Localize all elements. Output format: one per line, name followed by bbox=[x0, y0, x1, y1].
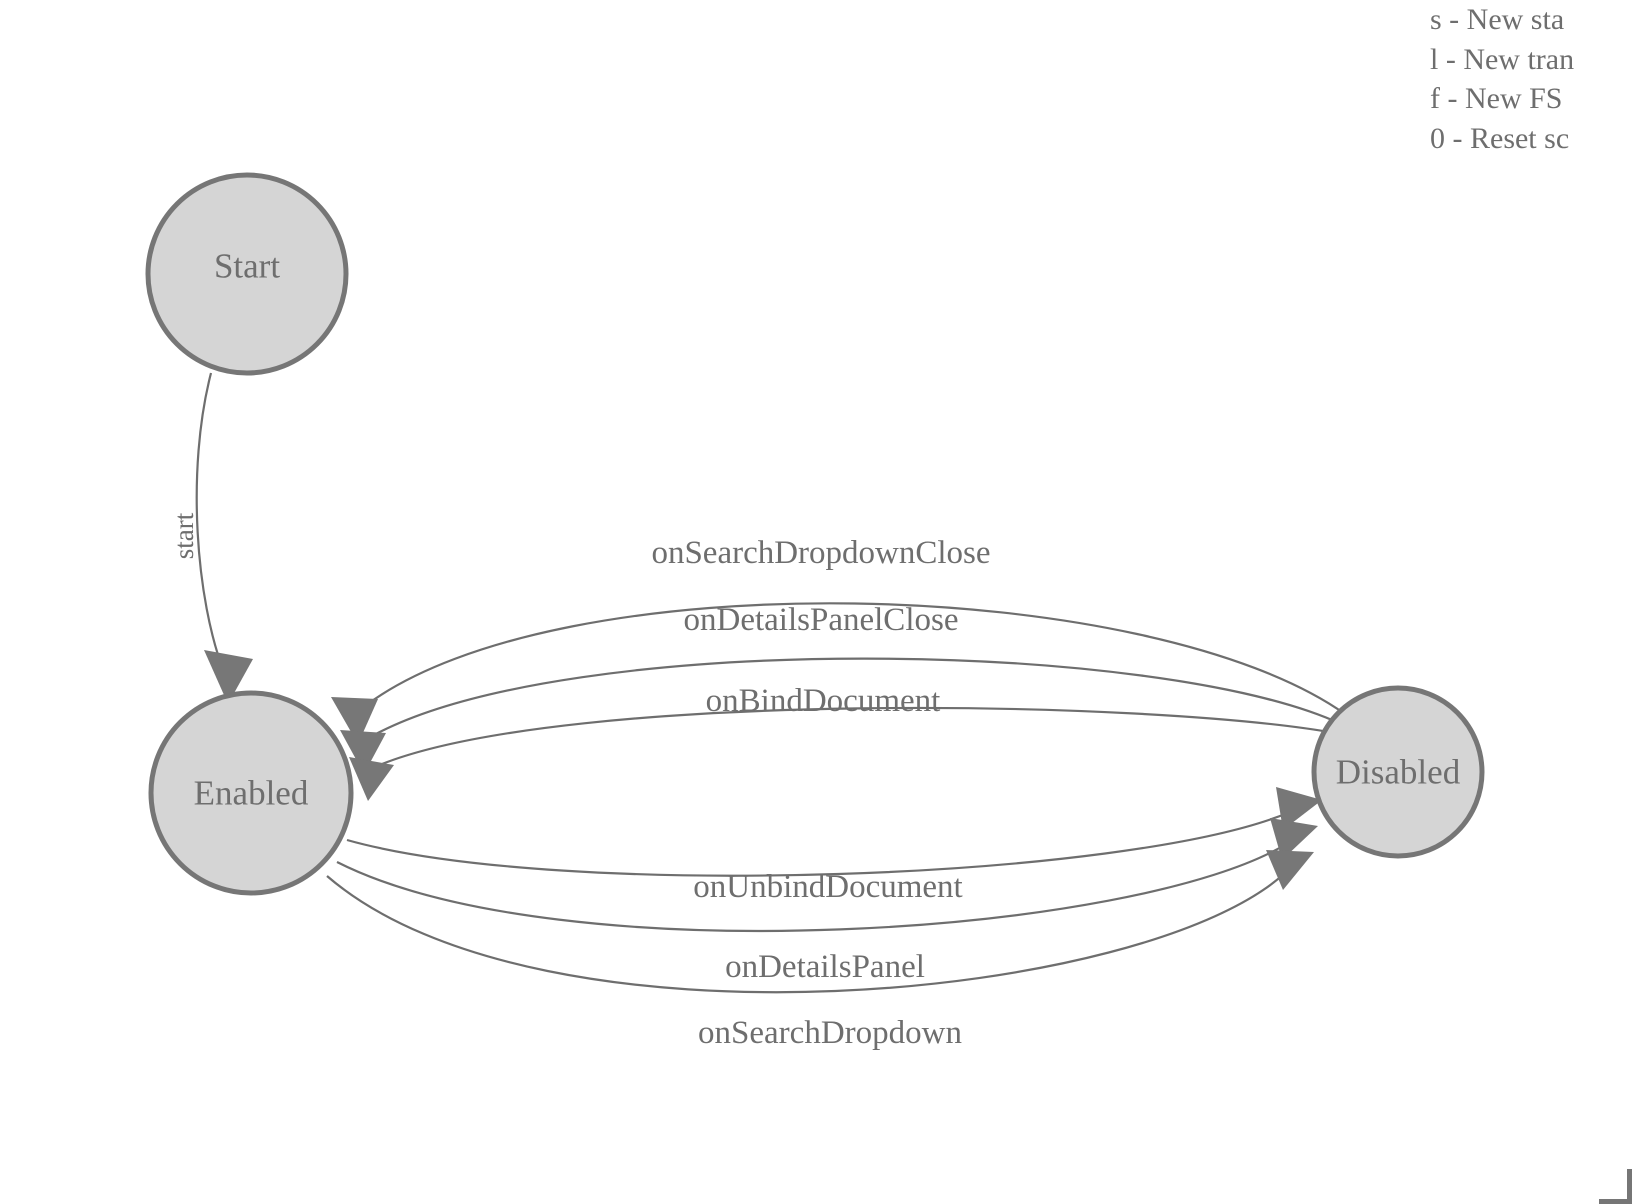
legend-line-reset: 0 - Reset sc bbox=[1430, 121, 1570, 155]
node-enabled-circle[interactable] bbox=[148, 690, 354, 896]
edge-label-onsearchdropdown: onSearchDropdown bbox=[698, 1015, 962, 1051]
arrow-head-ondetailspanel bbox=[1270, 818, 1318, 860]
edge-path-ondetailspanel[interactable] bbox=[336, 842, 1289, 933]
edge-label-onunbinddocument: onUnbindDocument bbox=[693, 869, 962, 905]
legend-line-new-fsm: f - New FS bbox=[1430, 82, 1563, 115]
canvas-corner-bracket bbox=[1599, 1169, 1632, 1204]
arrow-head-onunbinddocument bbox=[1276, 787, 1322, 830]
arrow-head-ondetailspanelclose bbox=[340, 730, 386, 774]
node-enabled-label: Enabled bbox=[194, 774, 309, 813]
edge-label-start: start bbox=[169, 512, 199, 559]
arrow-head-onsearchdropdown bbox=[1266, 850, 1314, 890]
arrow-head-onbinddocument bbox=[349, 757, 394, 801]
edge-group-start-to-enabled bbox=[195, 372, 253, 704]
node-start-label: Start bbox=[214, 247, 280, 286]
edge-path-onbinddocument[interactable] bbox=[381, 706, 1336, 766]
edge-group-disabled-to-enabled bbox=[331, 602, 1346, 801]
edge-label-ondetailspanel: onDetailsPanel bbox=[725, 949, 925, 985]
edge-path-onsearchdropdown[interactable] bbox=[326, 871, 1287, 994]
node-disabled[interactable]: Disabled bbox=[1311, 685, 1485, 859]
arrow-head-onsearchdropdownclose bbox=[331, 697, 378, 744]
node-start[interactable]: Start bbox=[145, 172, 349, 376]
edge-path-onunbinddocument[interactable] bbox=[346, 810, 1291, 877]
node-enabled[interactable]: Enabled bbox=[148, 690, 354, 896]
keyboard-shortcut-legend: s - New sta l - New tran f - New FS 0 - … bbox=[1430, 0, 1632, 158]
edge-label-group: start onSearchDropdownClose onDetailsPan… bbox=[169, 512, 991, 1051]
node-disabled-circle[interactable] bbox=[1311, 685, 1485, 859]
edge-label-onbinddocument: onBindDocument bbox=[706, 683, 941, 719]
edge-group-enabled-to-disabled bbox=[326, 787, 1322, 994]
node-disabled-label: Disabled bbox=[1336, 753, 1461, 792]
arrow-head-start bbox=[204, 650, 253, 704]
edge-label-ondetailspanelclose: onDetailsPanelClose bbox=[684, 602, 959, 638]
legend-line-new-transition: l - New tran bbox=[1430, 42, 1575, 76]
edge-path-ondetailspanelclose[interactable] bbox=[373, 657, 1342, 736]
edge-path-onsearchdropdownclose[interactable] bbox=[364, 602, 1346, 715]
legend-line-new-state: s - New sta bbox=[1430, 3, 1565, 36]
node-start-circle[interactable] bbox=[145, 172, 349, 376]
edge-label-onsearchdropdownclose: onSearchDropdownClose bbox=[651, 535, 990, 571]
edge-path-start[interactable] bbox=[195, 372, 226, 673]
